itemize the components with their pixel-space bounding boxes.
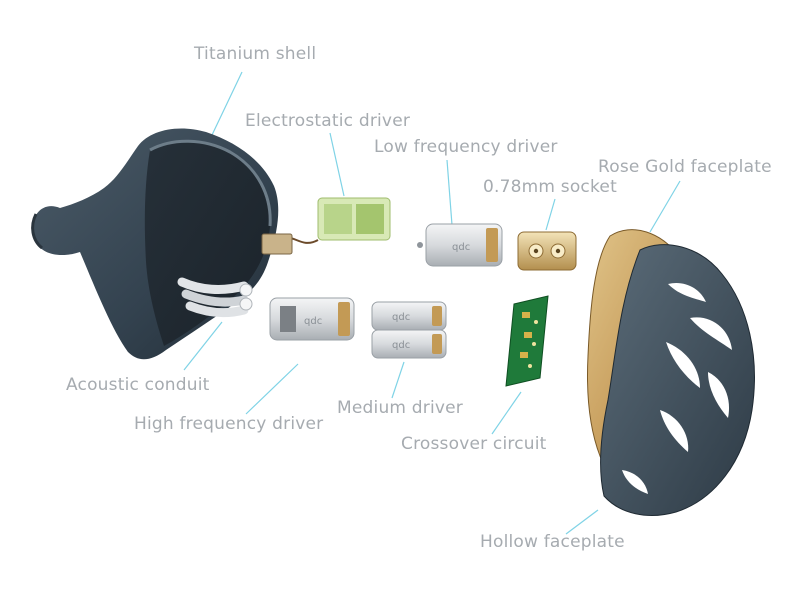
brand-mark-medium-bottom: qdc: [392, 340, 410, 351]
high-frequency-driver: [269, 297, 355, 341]
brand-mark-low-frequency: qdc: [452, 242, 470, 253]
hollow-faceplate: [600, 244, 755, 516]
label-titanium-shell: Titanium shell: [194, 44, 317, 64]
leader-acoustic-conduit: [183, 321, 223, 371]
low-frequency-driver: [417, 223, 503, 267]
crossover-circuit: [505, 295, 549, 387]
leader-titanium-shell: [211, 71, 243, 136]
leader-rose-gold-faceplate: [649, 180, 681, 233]
label-electrostatic-driver: Electrostatic driver: [245, 111, 411, 131]
acoustic-conduit: [177, 277, 253, 318]
label-medium-driver: Medium driver: [337, 398, 463, 418]
electrostatic-driver: [261, 197, 391, 255]
titanium-shell: [31, 128, 279, 360]
brand-mark-medium-top: qdc: [392, 312, 410, 323]
label-low-frequency-driver: Low frequency driver: [374, 137, 558, 157]
driver-brand-marks: qdc qdc qdc qdc: [304, 242, 470, 351]
leader-electrostatic-driver: [329, 132, 345, 197]
leader-crossover-circuit: [491, 391, 522, 435]
label-acoustic-conduit: Acoustic conduit: [66, 375, 210, 395]
leader-high-frequency-driver: [245, 363, 299, 415]
leader-medium-driver: [391, 361, 405, 399]
leader-hollow-faceplate: [565, 509, 599, 535]
label-socket: 0.78mm socket: [483, 177, 617, 197]
leader-lines: [183, 71, 681, 535]
medium-driver: [371, 301, 447, 359]
label-rose-gold-faceplate: Rose Gold faceplate: [598, 157, 772, 177]
label-hollow-faceplate: Hollow faceplate: [480, 532, 625, 552]
leader-socket: [545, 198, 556, 231]
label-crossover-circuit: Crossover circuit: [401, 434, 547, 454]
brand-mark-high-frequency: qdc: [304, 316, 322, 327]
label-high-frequency-driver: High frequency driver: [134, 414, 324, 434]
socket: [517, 231, 577, 271]
leader-low-frequency-driver: [446, 159, 453, 226]
